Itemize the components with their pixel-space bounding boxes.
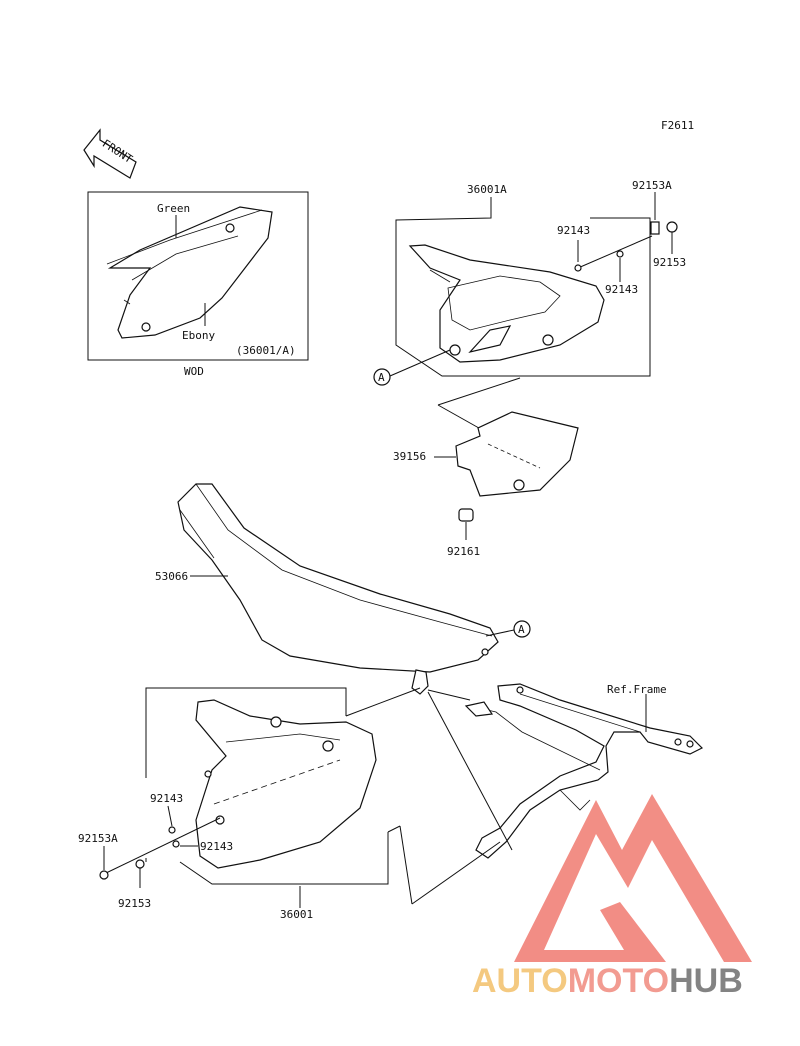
side-cover-variant-shape	[107, 206, 273, 339]
watermark-part-3: HUB	[669, 962, 743, 1000]
part-92153-bottom: 92153	[118, 897, 151, 910]
label-ebony: Ebony	[182, 329, 215, 342]
svg-text:A: A	[378, 371, 385, 384]
part-92143-top-2: 92143	[605, 283, 638, 296]
automotohub-logo: AUTOMOTOHUB	[472, 794, 752, 1000]
watermark-part-2: MOTO	[568, 962, 669, 1000]
figure-code: F2611	[661, 119, 694, 132]
svg-text:AUTOMOTOHUB: AUTOMOTOHUB	[472, 962, 743, 1000]
front-arrow-icon: FRONT	[83, 128, 137, 179]
label-green: Green	[157, 202, 190, 215]
lower-side-cover-group	[99, 687, 513, 908]
ref-frame: Ref.Frame	[607, 683, 667, 696]
part-53066: 53066	[155, 570, 188, 583]
part-39156: 39156	[393, 450, 426, 463]
part-92153A-bottom: 92153A	[78, 832, 118, 845]
part-92161: 92161	[447, 545, 480, 558]
part-92143-bottom-2: 92143	[200, 840, 233, 853]
part-36001A: 36001A	[467, 183, 507, 196]
part-92143-bottom-1: 92143	[150, 792, 183, 805]
upper-side-cover	[408, 244, 605, 363]
inset-caption: WOD	[184, 365, 204, 378]
seat-53066	[177, 483, 499, 695]
part-92153A-top: 92153A	[632, 179, 672, 192]
svg-text:A: A	[518, 623, 525, 636]
part-92143-top-1: 92143	[557, 224, 590, 237]
inset-ref: (36001/A)	[236, 344, 296, 357]
part-92153-top: 92153	[653, 256, 686, 269]
grommet-92161	[458, 508, 474, 540]
upper-side-cover-group	[395, 192, 678, 377]
watermark-part-1: AUTO	[472, 962, 568, 1000]
callout-a-top: A	[373, 349, 451, 386]
heat-guard-39156	[434, 377, 579, 497]
sub-frame	[427, 683, 704, 859]
callout-a-seat: A	[485, 620, 531, 638]
part-36001: 36001	[280, 908, 313, 921]
inset-variant-box: Green Ebony (36001/A)	[87, 191, 309, 361]
